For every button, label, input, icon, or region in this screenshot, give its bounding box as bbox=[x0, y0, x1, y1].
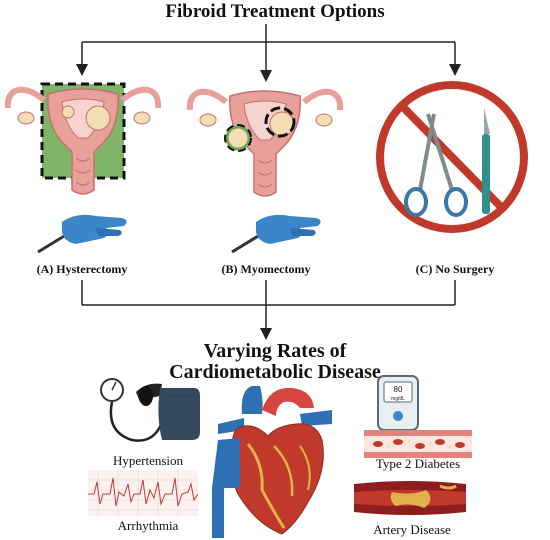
label-arrhythmia: Arrhythmia bbox=[117, 518, 179, 533]
heart-illustration bbox=[212, 386, 332, 538]
diagram-title: Fibroid Treatment Options bbox=[165, 1, 385, 22]
fibroid-excision-marker bbox=[264, 106, 296, 138]
option-label-hysterectomy: (A) Hysterectomy bbox=[36, 262, 128, 276]
gloved-hand-scalpel-icon-b bbox=[231, 214, 321, 254]
blood-pressure-cuff-icon bbox=[100, 378, 200, 442]
outcome-title-line2: Cardiometabolic Disease bbox=[169, 361, 381, 383]
uterus-hysterectomy-illustration bbox=[4, 82, 162, 195]
label-artery-disease: Artery Disease bbox=[373, 522, 451, 537]
glucometer-icon: 80 mg/dL bbox=[377, 375, 419, 438]
ecg-strip-icon bbox=[88, 470, 198, 516]
blood-vessel-icon bbox=[364, 430, 472, 458]
scissors-icon bbox=[404, 113, 468, 217]
uterus-myomectomy-illustration bbox=[186, 88, 344, 197]
glucometer-unit: mg/dL bbox=[391, 396, 405, 402]
artery-plaque-icon bbox=[354, 481, 466, 515]
gloved-hand-scalpel-icon-a bbox=[37, 214, 127, 254]
label-hypertension: Hypertension bbox=[112, 453, 184, 468]
option-label-no-surgery: (C) No Surgery bbox=[415, 262, 495, 276]
no-surgery-icon bbox=[376, 81, 528, 233]
scalpel-icon bbox=[482, 108, 490, 214]
glucometer-value: 80 bbox=[394, 385, 403, 394]
option-label-myomectomy: (B) Myomectomy bbox=[221, 262, 311, 276]
outcome-title-line1: Varying Rates of bbox=[203, 340, 347, 362]
removal-dashed-box bbox=[40, 82, 126, 180]
label-type-2-diabetes: Type 2 Diabetes bbox=[375, 456, 461, 471]
